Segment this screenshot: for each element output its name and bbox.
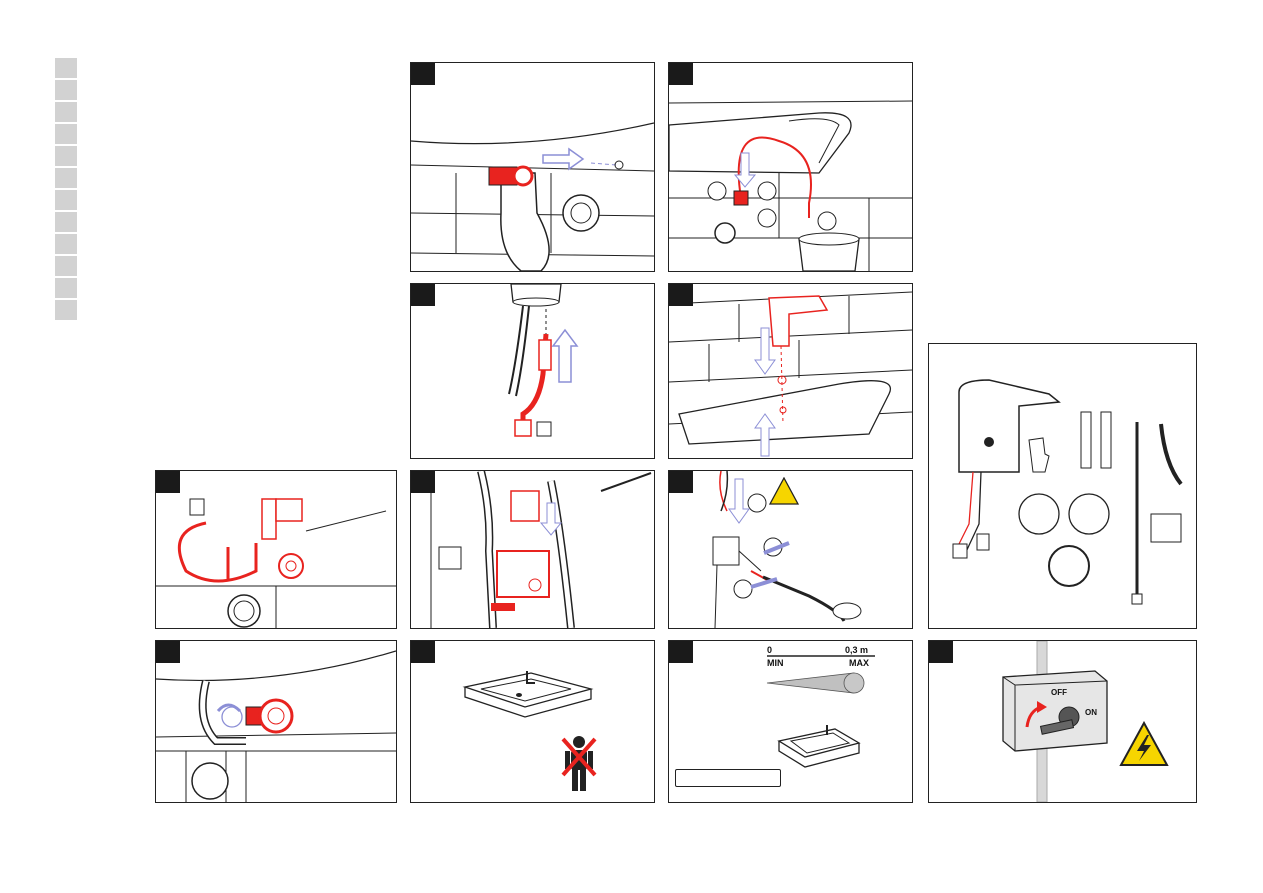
mount-faucet-illustration (669, 284, 912, 458)
step-inlet-hose (155, 470, 397, 629)
side-tab[interactable] (55, 300, 77, 322)
scale-start-label: 0 (767, 645, 772, 655)
sink-illustration (411, 641, 654, 802)
max-label: MAX (849, 658, 869, 668)
step-shutoff-valve (410, 62, 655, 272)
solenoid-illustration (411, 471, 654, 628)
step-badge (669, 284, 693, 306)
side-tab[interactable] (55, 256, 77, 278)
side-tabs (55, 58, 77, 322)
step-wiring (668, 470, 913, 629)
min-label: MIN (767, 658, 784, 668)
side-tab[interactable] (55, 58, 77, 80)
step-mount-faucet (668, 283, 913, 459)
side-tab[interactable] (55, 102, 77, 124)
side-tab[interactable] (55, 146, 77, 168)
package-contents (928, 343, 1197, 629)
step-badge (411, 641, 435, 663)
side-tab[interactable] (55, 168, 77, 190)
person-crossed-icon (561, 735, 597, 793)
on-label: ON (1085, 708, 1097, 717)
step-no-person (410, 640, 655, 803)
warning-triangle-icon (769, 477, 799, 505)
step-power-on: OFF ON (928, 640, 1197, 803)
side-tab[interactable] (55, 278, 77, 300)
step-badge (669, 471, 693, 493)
hose-connect-illustration (411, 284, 654, 458)
off-label: OFF (1051, 688, 1067, 697)
step-badge (411, 63, 435, 85)
side-tab[interactable] (55, 190, 77, 212)
step-badge (929, 641, 953, 663)
side-tab[interactable] (55, 80, 77, 102)
inlet-hose-illustration (156, 471, 396, 628)
side-tab[interactable] (55, 234, 77, 256)
package-contents-illustration (929, 344, 1196, 628)
shutoff-valve-illustration (411, 63, 654, 271)
open-valve-illustration (156, 641, 396, 802)
step-badge (669, 63, 693, 85)
step-badge (411, 284, 435, 306)
scale-end-label: 0,3 m (845, 645, 868, 655)
side-tab[interactable] (55, 212, 77, 234)
step-badge (156, 471, 180, 493)
step-flush-pipe (668, 62, 913, 272)
side-tab[interactable] (55, 124, 77, 146)
step-badge (669, 641, 693, 663)
note-box (675, 769, 781, 787)
step-sensor-range: 0 0,3 m MIN MAX (668, 640, 913, 803)
step-hose-connect (410, 283, 655, 459)
step-badge (411, 471, 435, 493)
step-open-valve (155, 640, 397, 803)
step-badge (156, 641, 180, 663)
high-voltage-icon (1119, 721, 1169, 767)
flush-pipe-illustration (669, 63, 912, 271)
step-solenoid (410, 470, 655, 629)
